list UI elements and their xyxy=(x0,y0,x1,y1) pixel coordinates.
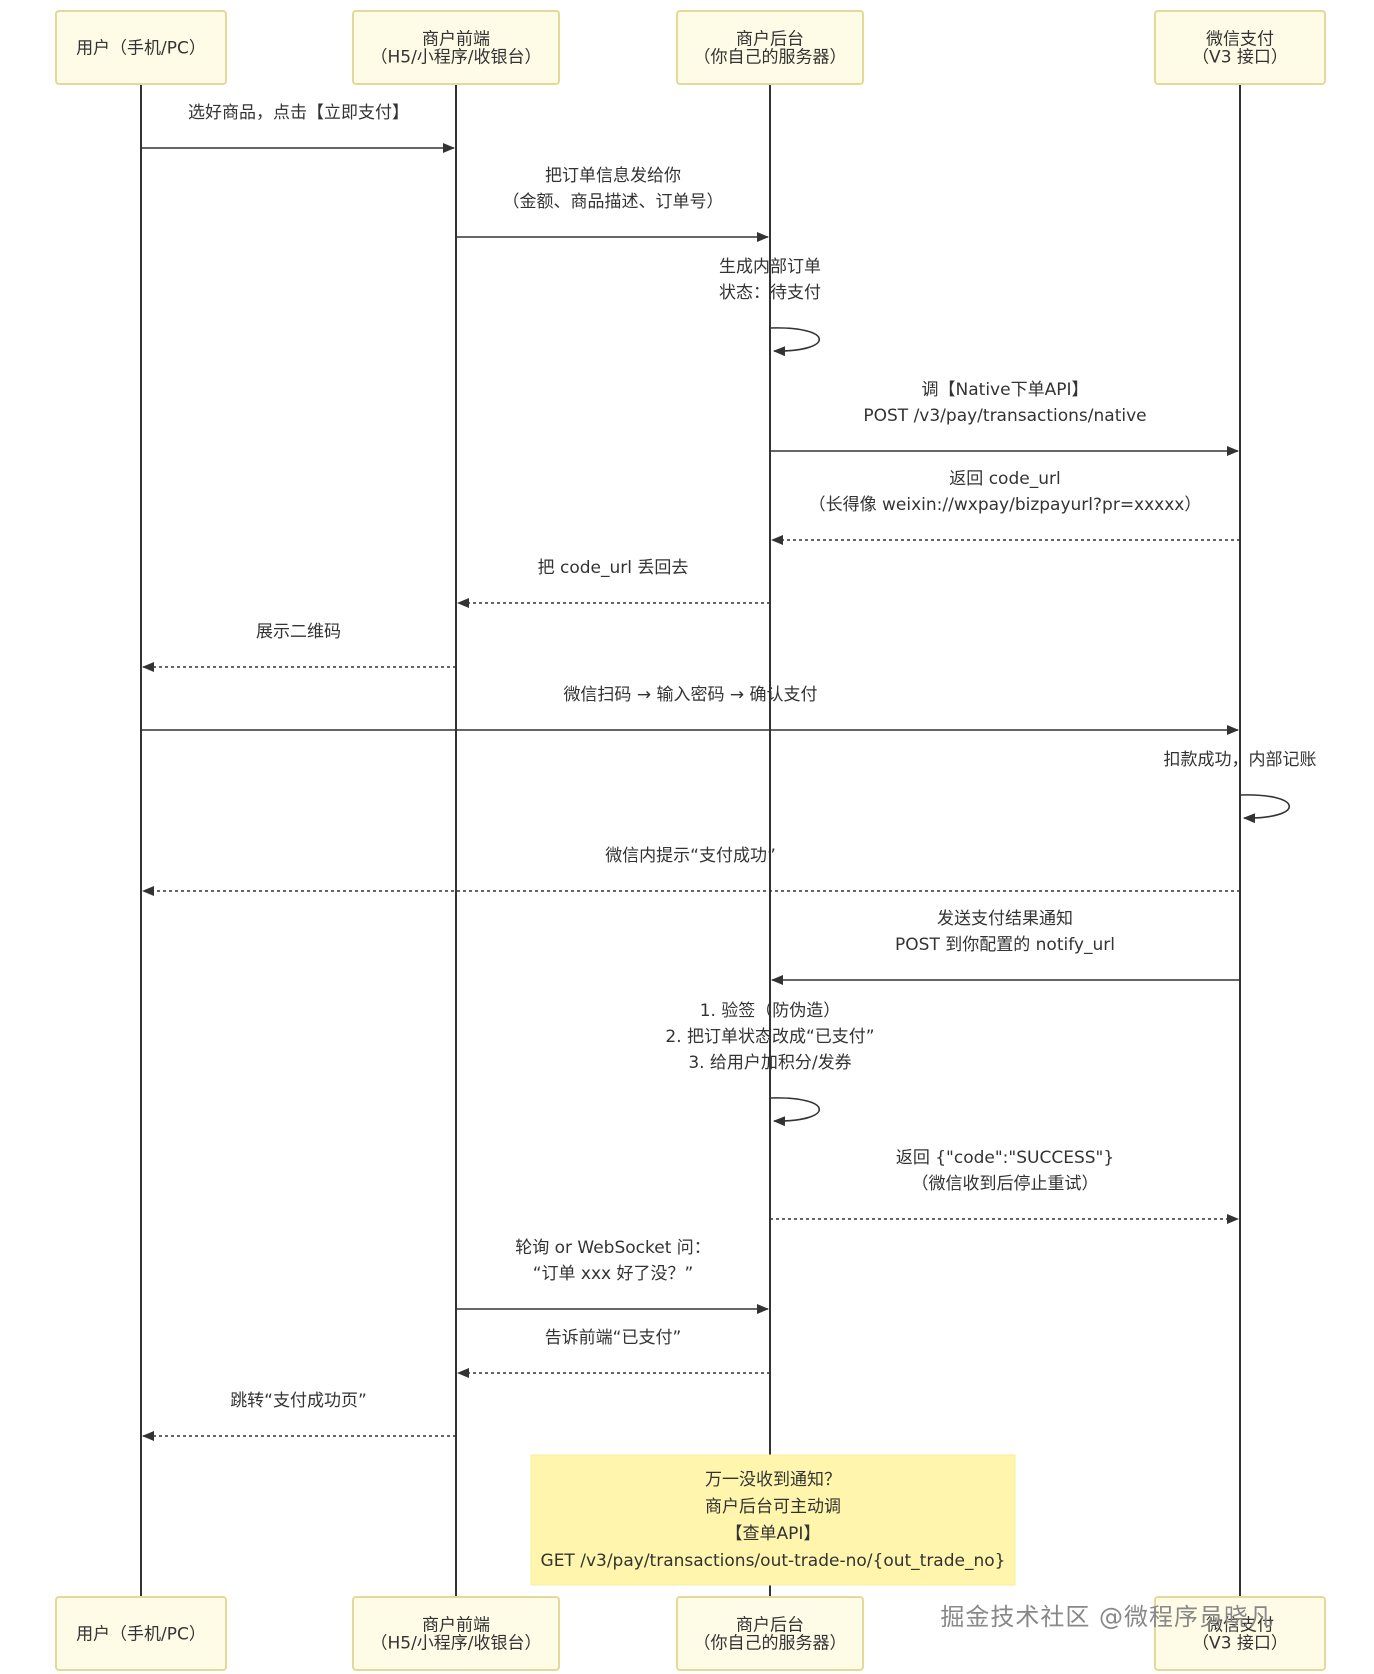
actor-box xyxy=(1154,1596,1326,1671)
actor-label: 商户前端 xyxy=(422,30,490,50)
actor-label: （V3 接口） xyxy=(1192,1634,1288,1654)
watermark-text: 掘金技术社区 @微程序员晓凡 xyxy=(940,1603,1274,1631)
actor-box xyxy=(55,1596,227,1671)
message-label: POST 到你配置的 notify_url xyxy=(895,935,1115,955)
message-11: 发送支付结果通知 POST 到你配置的 notify_url xyxy=(771,909,1240,985)
message-label: 扣款成功，内部记账 xyxy=(1164,750,1317,770)
message-10: 微信内提示“支付成功” xyxy=(142,846,1240,896)
message-label: 微信扫码 → 输入密码 → 确认支付 xyxy=(563,685,817,705)
message-label: 生成内部订单 xyxy=(719,257,821,277)
message-label: 把订单信息发给你 xyxy=(545,166,681,186)
message-label: 告诉前端“已支付” xyxy=(545,1328,682,1348)
message-label: 轮询 or WebSocket 问： xyxy=(515,1238,711,1258)
actor-wechat-bottom: 微信支付（V3 接口） xyxy=(1154,1596,1326,1671)
message-label: 选好商品，点击【立即支付】 xyxy=(188,103,409,123)
actor-box xyxy=(676,1596,864,1671)
message-7: 展示二维码 xyxy=(142,622,456,672)
actor-box xyxy=(352,1596,560,1671)
actor-label: （H5/小程序/收银台） xyxy=(370,48,541,68)
actor-label: 用户（手机/PC） xyxy=(76,1625,206,1645)
actor-wechat-top: 微信支付（V3 接口） xyxy=(1154,10,1326,85)
message-label: POST /v3/pay/transactions/native xyxy=(863,406,1146,426)
note-line: GET /v3/pay/transactions/out-trade-no/{o… xyxy=(541,1551,1006,1571)
actor-label: 商户前端 xyxy=(422,1616,490,1636)
message-label: 把 code_url 丢回去 xyxy=(538,558,689,578)
message-12: 1. 验签（防伪造） 2. 把订单状态改成“已支付” 3. 给用户加积分/发券 xyxy=(665,1001,875,1127)
message-15: 告诉前端“已支付” xyxy=(457,1328,770,1378)
note-line: 商户后台可主动调 xyxy=(705,1497,841,1517)
message-label: （金额、商品描述、订单号） xyxy=(503,192,724,212)
message-label: 2. 把订单状态改成“已支付” xyxy=(665,1027,874,1047)
note-line: 【查单API】 xyxy=(726,1524,821,1544)
message-label: 发送支付结果通知 xyxy=(937,909,1073,929)
message-6: 把 code_url 丢回去 xyxy=(457,558,770,608)
actor-box xyxy=(352,10,560,85)
actor-label: 微信支付 xyxy=(1206,30,1274,50)
message-label: 跳转“支付成功页” xyxy=(230,1391,367,1411)
message-label: 3. 给用户加积分/发券 xyxy=(688,1053,851,1073)
message-label: “订单 xxx 好了没？” xyxy=(533,1264,694,1284)
message-label: （长得像 weixin://wxpay/bizpayurl?pr=xxxxx） xyxy=(809,495,1202,515)
actor-label: （你自己的服务器） xyxy=(694,1634,847,1654)
actor-label: （你自己的服务器） xyxy=(694,48,847,68)
self-loop-arrow xyxy=(769,1097,820,1127)
actor-label: （V3 接口） xyxy=(1192,48,1288,68)
message-1: 选好商品，点击【立即支付】 xyxy=(141,103,455,153)
actor-frontend-top: 商户前端（H5/小程序/收银台） xyxy=(352,10,560,85)
actor-backend-bottom: 商户后台（你自己的服务器） xyxy=(676,1596,864,1671)
message-2: 把订单信息发给你 （金额、商品描述、订单号） xyxy=(456,166,769,242)
actor-user-top: 用户（手机/PC） xyxy=(55,10,227,85)
message-16: 跳转“支付成功页” xyxy=(142,1391,456,1441)
message-13: 返回 {"code":"SUCCESS"} （微信收到后停止重试） xyxy=(770,1148,1239,1224)
message-14: 轮询 or WebSocket 问： “订单 xxx 好了没？” xyxy=(456,1238,769,1314)
actor-label: 用户（手机/PC） xyxy=(76,39,206,59)
message-label: （微信收到后停止重试） xyxy=(912,1174,1099,1194)
actor-box xyxy=(1154,10,1326,85)
actor-frontend-bottom: 商户前端（H5/小程序/收银台） xyxy=(352,1596,560,1671)
actor-label: 微信支付 xyxy=(1206,1616,1274,1636)
actor-label: 商户后台 xyxy=(736,1616,804,1636)
self-loop-arrow xyxy=(769,327,820,357)
message-8: 微信扫码 → 输入密码 → 确认支付 xyxy=(141,685,1239,735)
actor-user-bottom: 用户（手机/PC） xyxy=(55,1596,227,1671)
message-label: 返回 {"code":"SUCCESS"} xyxy=(896,1148,1114,1168)
message-label: 展示二维码 xyxy=(256,622,341,642)
message-4: 调【Native下单API】 POST /v3/pay/transactions/… xyxy=(770,380,1239,456)
message-9: 扣款成功，内部记账 xyxy=(1164,750,1317,824)
message-label: 返回 code_url xyxy=(949,469,1060,489)
self-loop-arrow xyxy=(1239,794,1290,824)
note-box: 万一没收到通知？ 商户后台可主动调【查单API】 GET /v3/pay/trans… xyxy=(530,1454,1016,1586)
message-label: 状态：待支付 xyxy=(719,283,821,303)
message-5: 返回 code_url （长得像 weixin://wxpay/bizpayurl… xyxy=(771,469,1240,545)
note-rect xyxy=(530,1454,1016,1586)
actor-label: 商户后台 xyxy=(736,30,804,50)
note-line: 万一没收到通知？ xyxy=(705,1470,841,1490)
actor-box xyxy=(55,10,227,85)
actor-backend-top: 商户后台（你自己的服务器） xyxy=(676,10,864,85)
actor-label: （H5/小程序/收银台） xyxy=(370,1634,541,1654)
actor-box xyxy=(676,10,864,85)
message-label: 调【Native下单API】 xyxy=(922,380,1089,400)
message-label: 微信内提示“支付成功” xyxy=(605,846,776,866)
message-label: 1. 验签（防伪造） xyxy=(700,1001,841,1021)
